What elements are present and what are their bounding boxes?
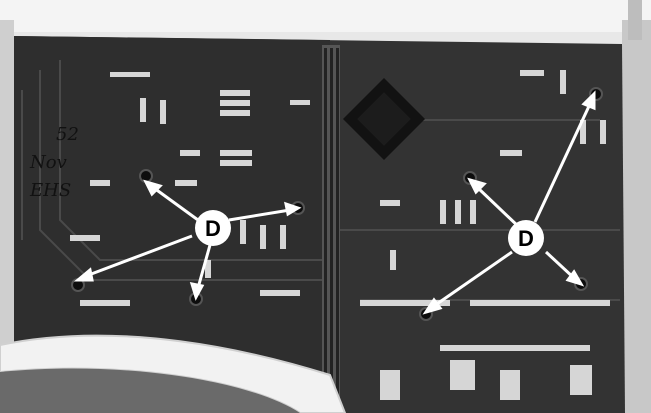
pcb-left-region xyxy=(14,36,330,413)
callout-left-label: D xyxy=(205,216,221,241)
housing-top-edge xyxy=(0,0,651,32)
callout-right-circle xyxy=(508,220,544,256)
components-left xyxy=(70,72,310,306)
ribbon-cable-shadow xyxy=(0,368,300,413)
housing-left-edge xyxy=(0,20,14,413)
housing-right-edge xyxy=(622,20,651,413)
handwriting-line-3: EHS xyxy=(29,180,71,201)
handwriting-line-2: Nov xyxy=(29,152,67,173)
callout-left-circle xyxy=(195,210,231,246)
callout-right: D xyxy=(508,220,544,256)
callout-right-label: D xyxy=(518,226,534,251)
callout-arrows-right xyxy=(422,90,596,315)
corner-clip xyxy=(628,0,642,40)
handwritten-note: 52 Nov EHS xyxy=(29,124,79,201)
via-strip-dots xyxy=(324,48,339,408)
handwriting-line-1: 52 xyxy=(56,124,79,145)
components-right xyxy=(360,70,610,400)
callout-left: D xyxy=(195,210,231,246)
